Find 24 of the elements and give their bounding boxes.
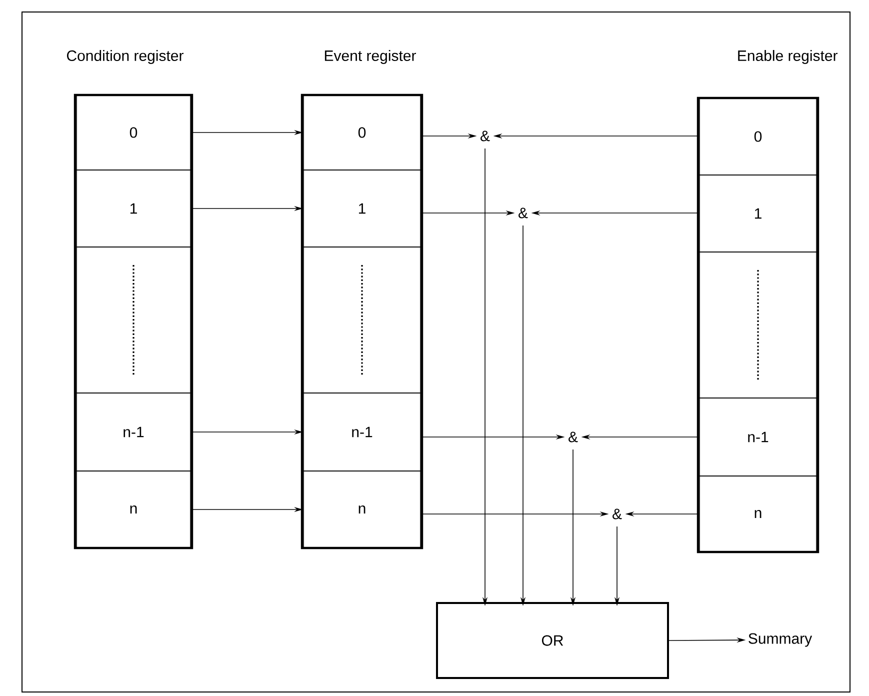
and-gate-symbol: & <box>480 130 490 142</box>
node-label: Event register <box>324 50 416 64</box>
and-gate-symbol: & <box>568 432 578 442</box>
and-gate-symbol: & <box>518 208 528 218</box>
register-bit-cell: 1 <box>699 174 817 252</box>
register-bit-cell: 0 <box>699 98 817 176</box>
register-bit-cell: 1 <box>76 170 191 248</box>
register-bit-cell <box>76 246 191 394</box>
register-bit-cell: 0 <box>76 94 191 170</box>
register-bit-cell <box>699 252 817 398</box>
register-bit-cell: 1 <box>303 170 421 248</box>
register-bit-cell <box>303 246 421 394</box>
register-bit-cell: 0 <box>303 94 421 170</box>
register-bit-cell: n <box>303 470 421 548</box>
node-label: Condition register <box>66 50 184 64</box>
register-bit-cell: n-1 <box>76 392 191 472</box>
register-bit-cell: n-1 <box>303 392 421 472</box>
register-bit-cell: n-1 <box>699 398 817 476</box>
output-label: Summary <box>748 633 812 647</box>
register-bit-cell: n <box>76 470 191 548</box>
or-gate-box: OR <box>436 602 669 679</box>
node-label: Enable register <box>738 50 838 64</box>
register-bit-cell: n <box>699 476 817 552</box>
and-gate-symbol: & <box>612 508 622 520</box>
